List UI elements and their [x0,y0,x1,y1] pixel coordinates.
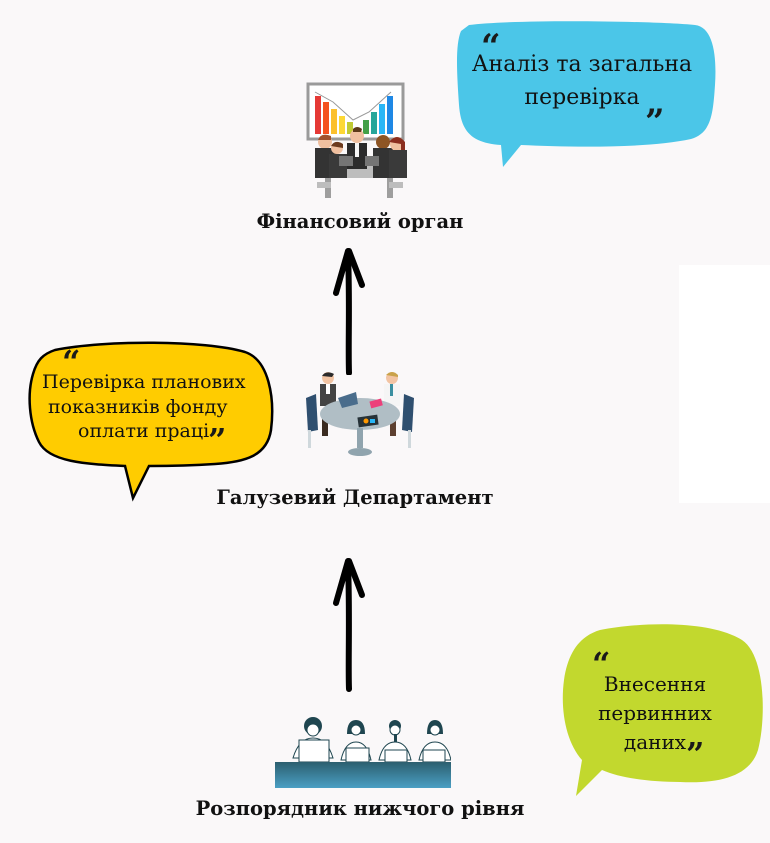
open-quote-icon: “ [481,27,501,67]
bubble-line: Перевірка планових [42,371,246,393]
presentation-meeting-icon [306,82,407,198]
bubble-line: первинних [598,701,712,725]
close-quote-icon: ” [686,735,705,773]
bubble-line: даних [623,730,687,754]
open-quote-icon: “ [592,645,611,683]
node-label-finance: Фінансовий орган [256,210,464,233]
round-table-meeting-icon [306,372,414,456]
node-label-department: Галузевий Департамент [216,486,494,509]
bubble-line: перевірка [524,85,640,110]
open-quote-icon: “ [62,343,81,381]
speech-bubble-shape [457,21,716,167]
bubble-text-lower: Внесення первинних даних [570,670,740,757]
bubble-line: Аналіз та загальна [471,52,693,77]
node-label-lower: Розпорядник нижчого рівня [195,797,525,820]
bubble-line: оплати праці [78,420,210,443]
arrow-up-icon [333,248,365,375]
bubble-text-department: Перевірка планових показників фонду опла… [30,370,270,444]
close-quote-icon: ” [208,421,227,459]
speech-bubble-shape [28,341,274,502]
bubble-line: Внесення [603,672,707,696]
office-workers-icon [275,717,451,788]
bubble-text-finance: Аналіз та загальна перевірка [462,48,702,114]
arrow-up-icon [333,558,365,692]
close-quote-icon: ” [645,102,665,142]
bubble-line: показників фонду [48,395,228,418]
speech-bubble-shape [562,624,763,796]
background-panel [679,265,770,503]
